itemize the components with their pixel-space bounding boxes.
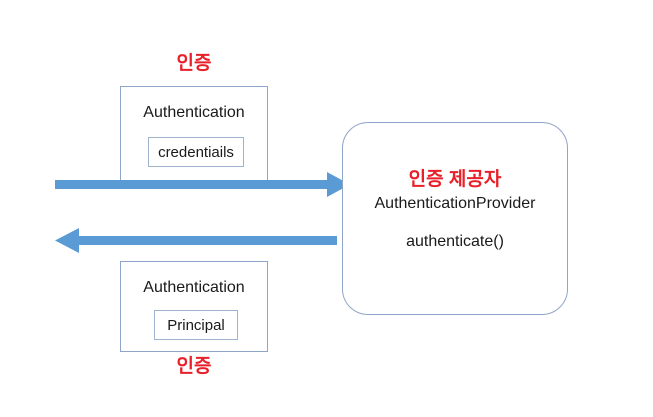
request-authentication-box: Authentication credentiails [120,86,268,185]
response-arrow-icon [55,228,337,253]
credentials-inner-box: credentiails [148,137,244,167]
response-arrow [55,228,337,254]
request-arrow [55,172,351,198]
request-authentication-title: Authentication [143,104,245,121]
response-authentication-box: Authentication Principal [120,261,268,352]
provider-method-name: authenticate() [406,233,504,250]
request-arrow-icon [55,172,350,197]
response-authentication-title: Authentication [143,279,245,296]
response-annotation-label: 인증 [176,356,212,377]
request-annotation-label: 인증 [176,53,212,74]
provider-korean-label: 인증 제공자 [408,169,502,190]
principal-inner-box: Principal [154,310,238,340]
provider-class-name: AuthenticationProvider [374,195,536,212]
authentication-provider-box: 인증 제공자 AuthenticationProvider authentica… [342,122,568,315]
